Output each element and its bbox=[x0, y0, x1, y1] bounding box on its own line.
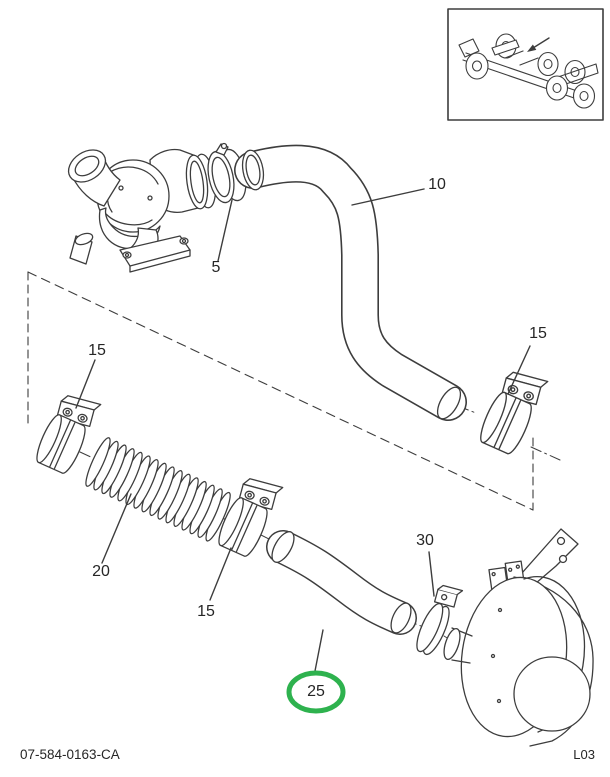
leader-line-25 bbox=[314, 629, 324, 672]
upper-exhaust-pipe-icon bbox=[234, 144, 467, 421]
callout-15-middle: 15 bbox=[197, 603, 215, 620]
turbocharger-icon bbox=[67, 148, 217, 273]
leader-line-30 bbox=[428, 551, 435, 597]
document-code: 07-584-0163-CA bbox=[20, 747, 120, 762]
small-band-clamp-icon bbox=[416, 584, 464, 656]
leader-line-15-left bbox=[75, 359, 96, 409]
callout-15-right: 15 bbox=[529, 325, 547, 342]
leader-line-15-right bbox=[507, 345, 531, 395]
sheet-code: L03 bbox=[573, 747, 595, 762]
leader-line-20 bbox=[101, 493, 132, 564]
callout-25-highlighted: 25 bbox=[307, 683, 325, 700]
leader-line-5 bbox=[217, 199, 233, 262]
leader-line-10 bbox=[351, 188, 425, 206]
projection-plane-dashes bbox=[27, 271, 534, 511]
callout-5: 5 bbox=[211, 259, 221, 276]
leader-line-15-middle bbox=[209, 547, 232, 601]
truck-chassis-icon bbox=[458, 33, 599, 109]
leader-lines bbox=[75, 188, 531, 672]
lower-exhaust-pipe-icon bbox=[266, 530, 417, 635]
projection-line bbox=[27, 271, 534, 511]
flex-bellows-pipe-icon bbox=[85, 437, 231, 542]
muffler-icon bbox=[443, 528, 594, 747]
callout-10: 10 bbox=[428, 176, 446, 193]
callout-15-left: 15 bbox=[88, 342, 106, 359]
locator-box bbox=[447, 8, 604, 121]
callout-20: 20 bbox=[92, 563, 110, 580]
callout-30: 30 bbox=[416, 532, 434, 549]
location-arrow-icon bbox=[527, 37, 550, 52]
band-clamp-right-icon bbox=[475, 363, 552, 459]
highlight-ellipse bbox=[286, 670, 346, 714]
